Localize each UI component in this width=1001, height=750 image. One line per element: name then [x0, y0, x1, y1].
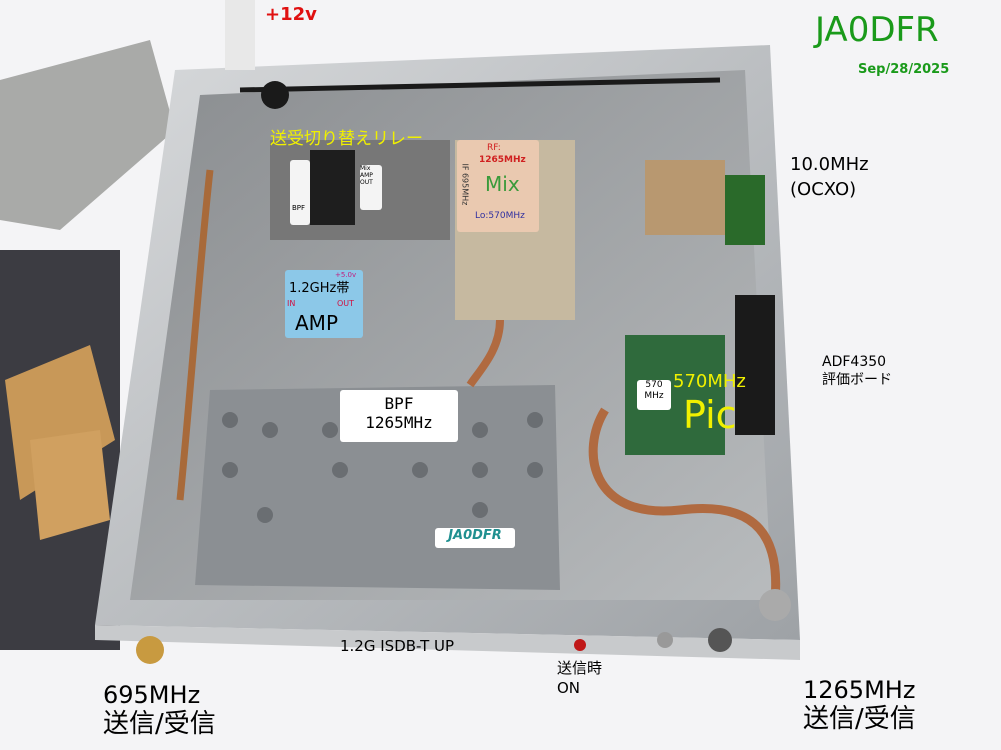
filter-module-background [0, 40, 175, 230]
pic-freq-annotation: 570MHz [673, 371, 746, 392]
mixer-rf-freq: 1265MHz [479, 155, 526, 165]
mixer-label: RF: 1265MHz IF 695MHz Mix Lo:570MHz [457, 140, 539, 232]
bpf-label: BPF 1265MHz [340, 390, 458, 442]
power-jack [261, 81, 289, 109]
ocxo-annotation-2: (OCXO) [790, 179, 857, 200]
tx-annotation-1: 送信時 [557, 659, 603, 677]
ocxo [645, 160, 725, 235]
amp-voltage: +5.0v [335, 271, 357, 279]
amp-band: 1.2GHz帯 [289, 281, 350, 296]
ocxo-annotation-1: 10.0MHz [790, 154, 869, 175]
relay-annotation: 送受切り替えリレー [270, 129, 423, 149]
amp-label: +5.0v 1.2GHz帯 IN OUT AMP [285, 270, 363, 338]
bpf-freq: 1265MHz [365, 413, 433, 432]
toggle-switch [657, 632, 673, 648]
copper-semi-rigid [588, 407, 781, 601]
pic-display: 570 MHz [637, 380, 671, 410]
amp-out: OUT [337, 299, 355, 308]
sma-left [136, 636, 164, 664]
tx-annotation-2: ON [557, 679, 581, 697]
front-panel [95, 625, 800, 660]
amp-in: IN [287, 299, 296, 308]
relay-left-text: BPF [292, 204, 306, 212]
adf-annotation-1: ADF4350 [822, 354, 887, 370]
left-port-role: 送信/受信 [103, 709, 216, 739]
sma-right [759, 589, 791, 621]
pic-annotation: Pic [683, 393, 737, 437]
relay-label-right: Mix AMP OUT [360, 165, 382, 210]
mixer-lo: Lo:570MHz [475, 211, 525, 221]
pic-display-line1: 570 [645, 380, 663, 390]
capacitor [735, 295, 775, 435]
right-port-freq: 1265MHz [803, 676, 916, 704]
relay [310, 150, 355, 225]
tx-led [574, 639, 586, 651]
relay-right-text: Mix AMP OUT [360, 165, 373, 186]
pic-display-line2: MHz [644, 390, 664, 401]
callsign: JA0DFR [815, 10, 939, 50]
bpf-name: BPF [384, 394, 414, 413]
title-annotation: 1.2G ISDB-T UP [340, 637, 455, 655]
bpf-sticker: JA0DFR [435, 528, 515, 548]
adf-annotation-2: 評価ボード [822, 372, 892, 388]
date: Sep/28/2025 [858, 62, 950, 77]
amp-name: AMP [295, 311, 338, 335]
relay-label-left: BPF [290, 160, 310, 225]
coax-cable [176, 169, 214, 501]
mixer-name: Mix [485, 172, 520, 196]
mixer-rf: RF: [487, 143, 501, 153]
right-port-role: 送信/受信 [803, 704, 916, 734]
left-port-freq: 695MHz [103, 681, 201, 709]
mixer-if: IF 695MHz [460, 163, 470, 206]
power-annotation: +12v [265, 4, 317, 25]
